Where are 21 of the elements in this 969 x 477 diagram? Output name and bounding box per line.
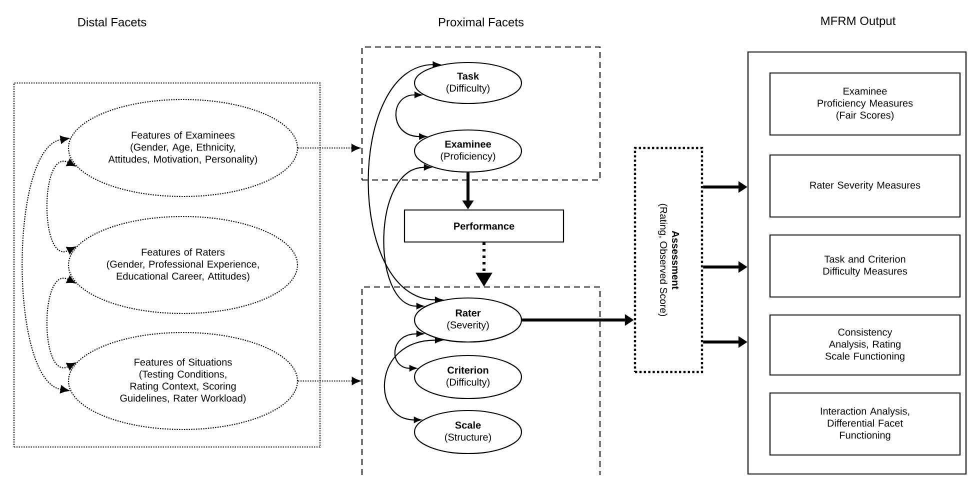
process-box: Performance [404, 209, 564, 243]
column-heading: Proximal Facets [438, 18, 524, 26]
arrow [298, 377, 360, 385]
output-box: Interaction Analysis, Differential Facet Functioning [769, 392, 961, 456]
arrow [22, 136, 69, 394]
assessment-box: Assessment (Rating, Observed Score) [634, 146, 704, 374]
column-heading: MFRM Output [821, 16, 896, 28]
arrow [46, 276, 76, 370]
arrow [46, 158, 76, 254]
group-frame [361, 286, 601, 475]
arrow [383, 164, 432, 310]
column-heading: Distal Facets [78, 18, 146, 26]
arrow [395, 92, 426, 140]
output-box: Examinee Proficiency Measures (Fair Scores) [769, 72, 961, 136]
arrow [368, 62, 442, 303]
output-box: Task and Criterion Difficulty Measures [769, 234, 961, 298]
arrow [298, 144, 360, 152]
arrow [384, 337, 442, 423]
output-box: Consistency Analysis, Rating Scale Functioning [769, 314, 961, 376]
output-box: Rater Severity Measures [769, 154, 961, 218]
arrow [394, 330, 424, 372]
